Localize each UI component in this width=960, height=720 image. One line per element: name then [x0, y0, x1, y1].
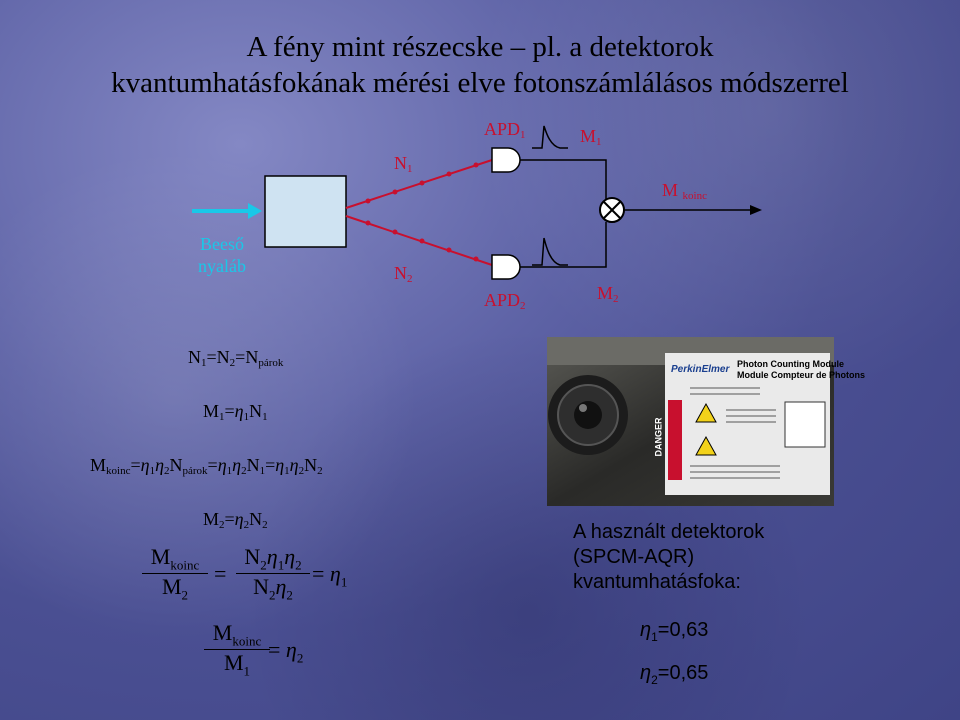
- slide-title-line1: A fény mint részecske – pl. a detektorok: [246, 31, 714, 63]
- photo-danger-label: DANGER: [653, 417, 664, 457]
- incoming-beam-arrowhead: [248, 203, 262, 219]
- fraction1-result: = η1: [312, 561, 348, 590]
- equals-sign-1: =: [214, 561, 227, 586]
- m2-label: M2: [597, 283, 619, 305]
- apd2-wire: [520, 222, 607, 268]
- equation-pair-counts: N1=N2=Npárok: [188, 347, 284, 369]
- fraction2-result: = η2: [268, 637, 304, 666]
- fraction-mkoinc-m1: Mkoinc M1: [204, 620, 270, 680]
- apd2-pulse-icon: [532, 237, 568, 266]
- photo-brand-logo: PerkinElmer: [671, 364, 730, 375]
- source-crystal-box: [264, 175, 347, 248]
- photon-path-1-dots: [365, 162, 479, 204]
- fraction-mkoinc-m2: Mkoinc M2: [142, 544, 208, 604]
- detector-caption: A használt detektorok (SPCM-AQR) kvantum…: [573, 521, 765, 593]
- mkoinc-label: M koinc: [662, 180, 707, 202]
- m1-label: M1: [580, 126, 602, 148]
- slide-title-line2: kvantumhatásfokának mérési elve fotonszá…: [111, 67, 849, 99]
- photon-path-2: [345, 215, 493, 266]
- photon-path-2-dots: [365, 220, 479, 262]
- efficiency-eta2: η2=0,65: [640, 662, 709, 687]
- photon-path-1: [345, 159, 493, 209]
- fraction-n2-eta: N2η1η2 N2η2: [236, 544, 310, 604]
- apd1-label: APD1: [484, 119, 526, 141]
- apd1-wire: [520, 159, 607, 199]
- apd2-detector-icon: [491, 254, 521, 280]
- coincidence-output-arrowhead: [750, 205, 762, 215]
- apd2-label: APD2: [484, 290, 526, 312]
- efficiency-eta1: η1=0,63: [640, 619, 709, 644]
- photo-module-heading: Photon Counting Module Module Compteur d…: [737, 359, 865, 380]
- n1-label: N1: [394, 153, 413, 175]
- n2-label: N2: [394, 263, 413, 285]
- equation-m1: M1=η1N1: [203, 401, 268, 423]
- apd1-detector-icon: [491, 147, 521, 173]
- apd1-pulse-icon: [532, 125, 568, 149]
- incoming-beam-label: Beeső nyaláb: [198, 234, 246, 276]
- equation-mkoinc: Mkoinc=η1η2Npárok=η1η2N1=η1η2N2: [90, 455, 323, 477]
- equation-m2: M2=η2N2: [203, 509, 268, 531]
